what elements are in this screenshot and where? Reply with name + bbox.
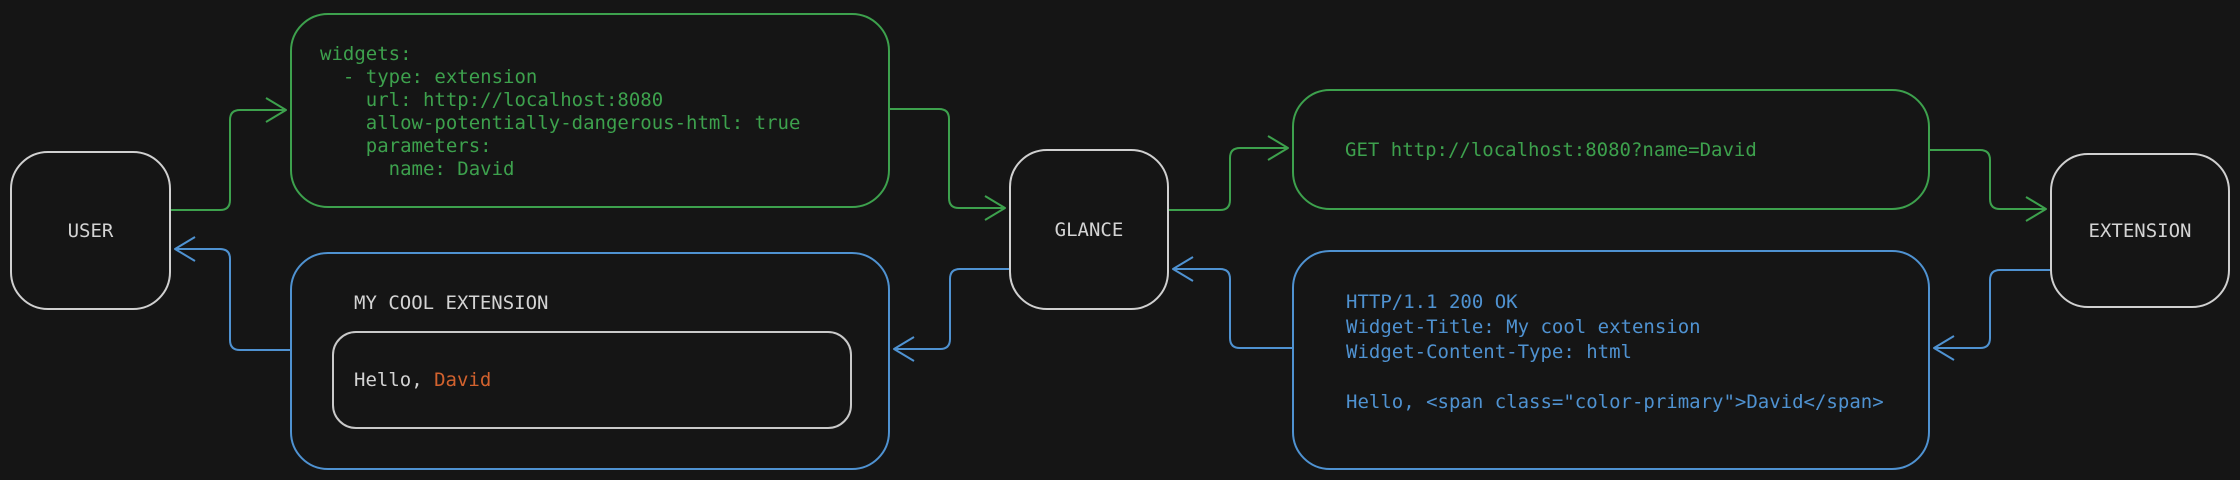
greeting-name: David <box>434 369 492 391</box>
request-text: GET http://localhost:8080?name=David <box>1345 138 1757 161</box>
flow-extension-to-response <box>1933 269 2051 361</box>
flow-request-to-extension <box>1929 149 2047 222</box>
widget-greeting: Hello, David <box>354 333 491 427</box>
flow-glance-to-request <box>1168 135 1289 211</box>
widget-title: MY COOL EXTENSION <box>354 292 549 314</box>
extension-node: EXTENSION <box>2050 153 2230 308</box>
flow-response-to-glance <box>1172 256 1293 349</box>
user-node-label: USER <box>67 219 114 242</box>
user-node: USER <box>10 151 171 310</box>
glance-node: GLANCE <box>1009 149 1169 310</box>
widget-inner-box: Hello, David <box>332 331 852 429</box>
config-code-box: widgets: - type: extension url: http://l… <box>290 13 890 208</box>
flow-widget-to-user <box>174 236 291 351</box>
glance-node-label: GLANCE <box>1054 218 1124 241</box>
greeting-prefix: Hello, <box>354 369 435 391</box>
flow-user-to-config <box>170 97 287 211</box>
config-code-lines: widgets: - type: extension url: http://l… <box>320 43 801 180</box>
request-code-box: GET http://localhost:8080?name=David <box>1292 89 1930 210</box>
flow-config-to-glance <box>889 108 1006 221</box>
request-code-line: GET http://localhost:8080?name=David <box>1345 91 1757 208</box>
flow-glance-to-widget <box>893 268 1010 362</box>
rendered-widget-box: MY COOL EXTENSION Hello, David <box>290 252 890 470</box>
extension-node-label: EXTENSION <box>2088 219 2192 242</box>
